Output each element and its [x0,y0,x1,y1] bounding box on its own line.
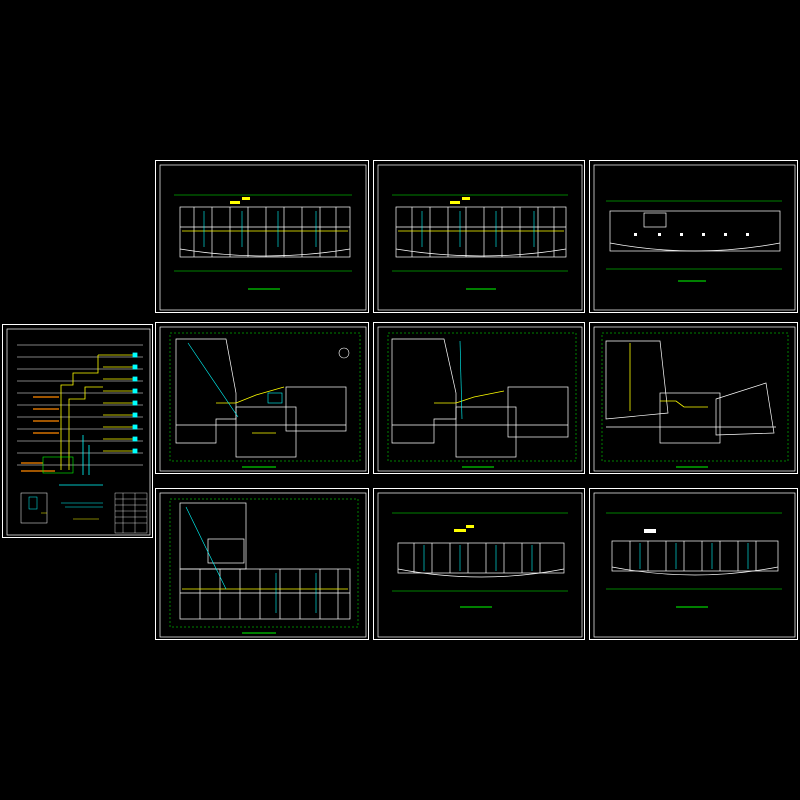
floor-plan-b3 [593,326,796,472]
sheet-plan-c2[interactable] [373,488,585,640]
sheet-plan-a1[interactable] [155,160,369,313]
sheet-system-riser[interactable] [2,324,153,538]
detail-left [20,492,48,524]
floor-plan-a3 [593,164,796,311]
floor-plan-b1 [159,326,367,472]
floor-lines [17,344,143,466]
floor-plan-c3 [593,492,796,638]
floor-plan-c2 [377,492,583,638]
detail-middle [61,502,103,520]
riser-cyan [82,352,138,475]
floor-plan-a2 [377,164,583,311]
sheet-plan-a2[interactable] [373,160,585,313]
sheet-plan-c3[interactable] [589,488,798,640]
legend-table [114,492,148,534]
sheet-plan-b3[interactable] [589,322,798,474]
floor-plan-a1 [159,164,367,311]
floor-plan-b2 [377,326,583,472]
riser-cables [60,354,135,470]
sheet-plan-b1[interactable] [155,322,369,474]
floor-plan-c1 [159,492,367,638]
riser-diagram [6,328,151,536]
sheet-plan-b2[interactable] [373,322,585,474]
riser-labels [21,396,59,472]
sheet-plan-c1[interactable] [155,488,369,640]
distribution-box [42,456,74,474]
walls [179,206,351,258]
sheet-plan-a3[interactable] [589,160,798,313]
